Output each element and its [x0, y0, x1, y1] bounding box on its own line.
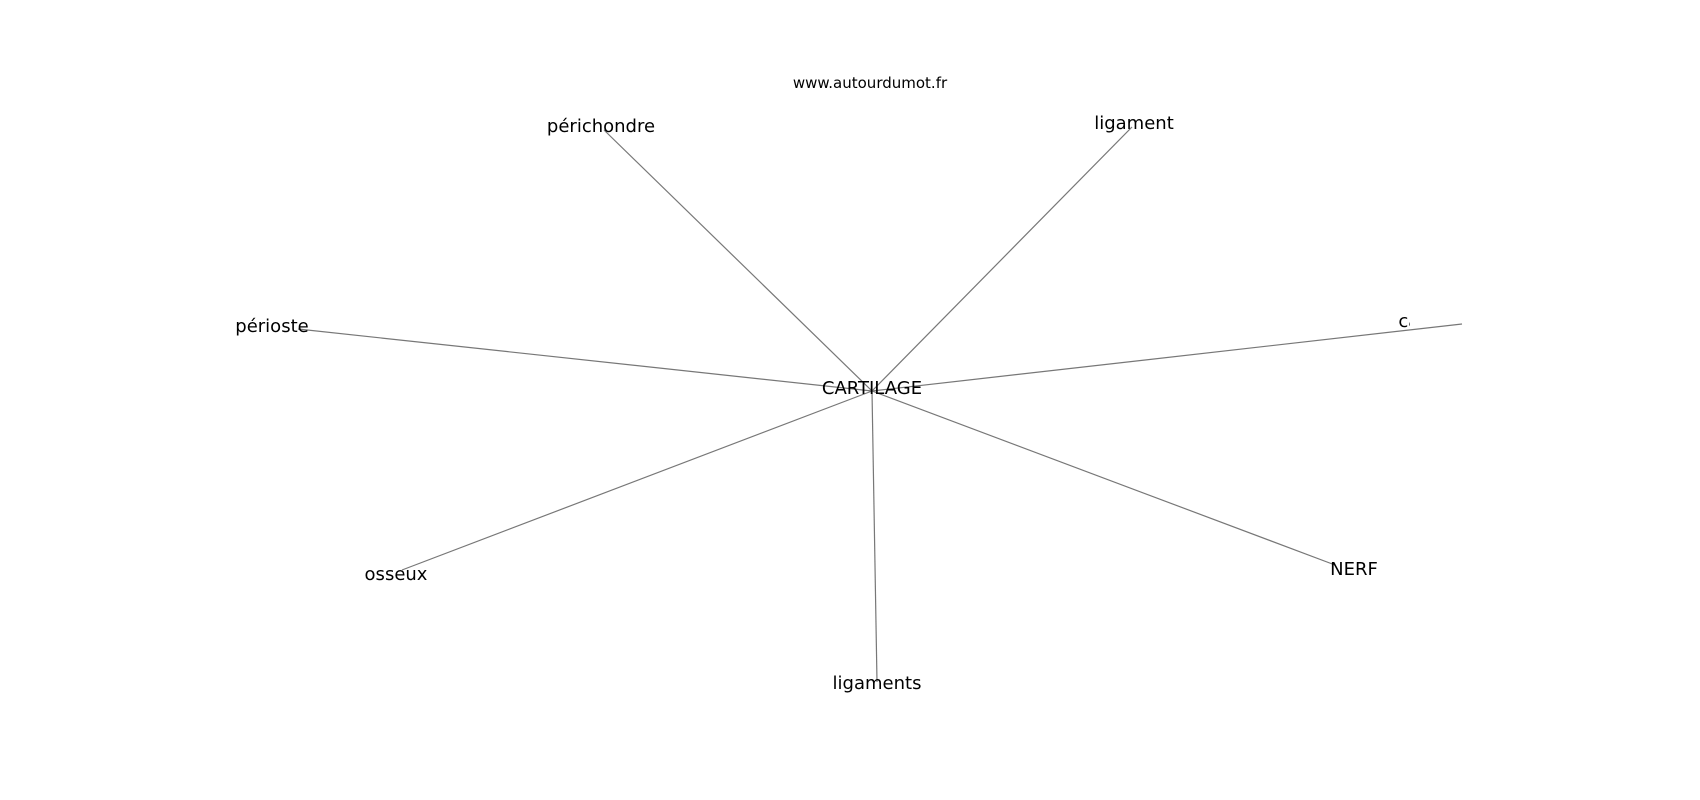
watermark: www.autourdumot.fr: [793, 74, 948, 92]
node-perichondre[interactable]: périchondre: [547, 116, 655, 137]
edge-cartilagineuse: [871, 323, 1463, 392]
edge-perioste: [297, 328, 873, 392]
edges: [297, 126, 1463, 683]
edge-ligament: [871, 126, 1133, 392]
edge-ligaments: [871, 390, 878, 683]
edge-osseux: [401, 390, 873, 571]
edge-perichondre: [603, 129, 873, 392]
node-osseux[interactable]: osseux: [365, 564, 428, 585]
node-perioste[interactable]: périoste: [235, 316, 308, 337]
node-nerf[interactable]: NERF: [1330, 559, 1378, 580]
node-cartilagineuse[interactable]: cartilagineuse: [1398, 311, 1525, 332]
node-ligaments[interactable]: ligaments: [833, 673, 922, 694]
node-ligament[interactable]: ligament: [1094, 113, 1174, 134]
node-labels: périchondre ligament cartilagineuse périost…: [235, 113, 1525, 694]
edge-nerf: [871, 390, 1336, 566]
node-center-cartilage[interactable]: CARTILAGE: [822, 378, 922, 399]
